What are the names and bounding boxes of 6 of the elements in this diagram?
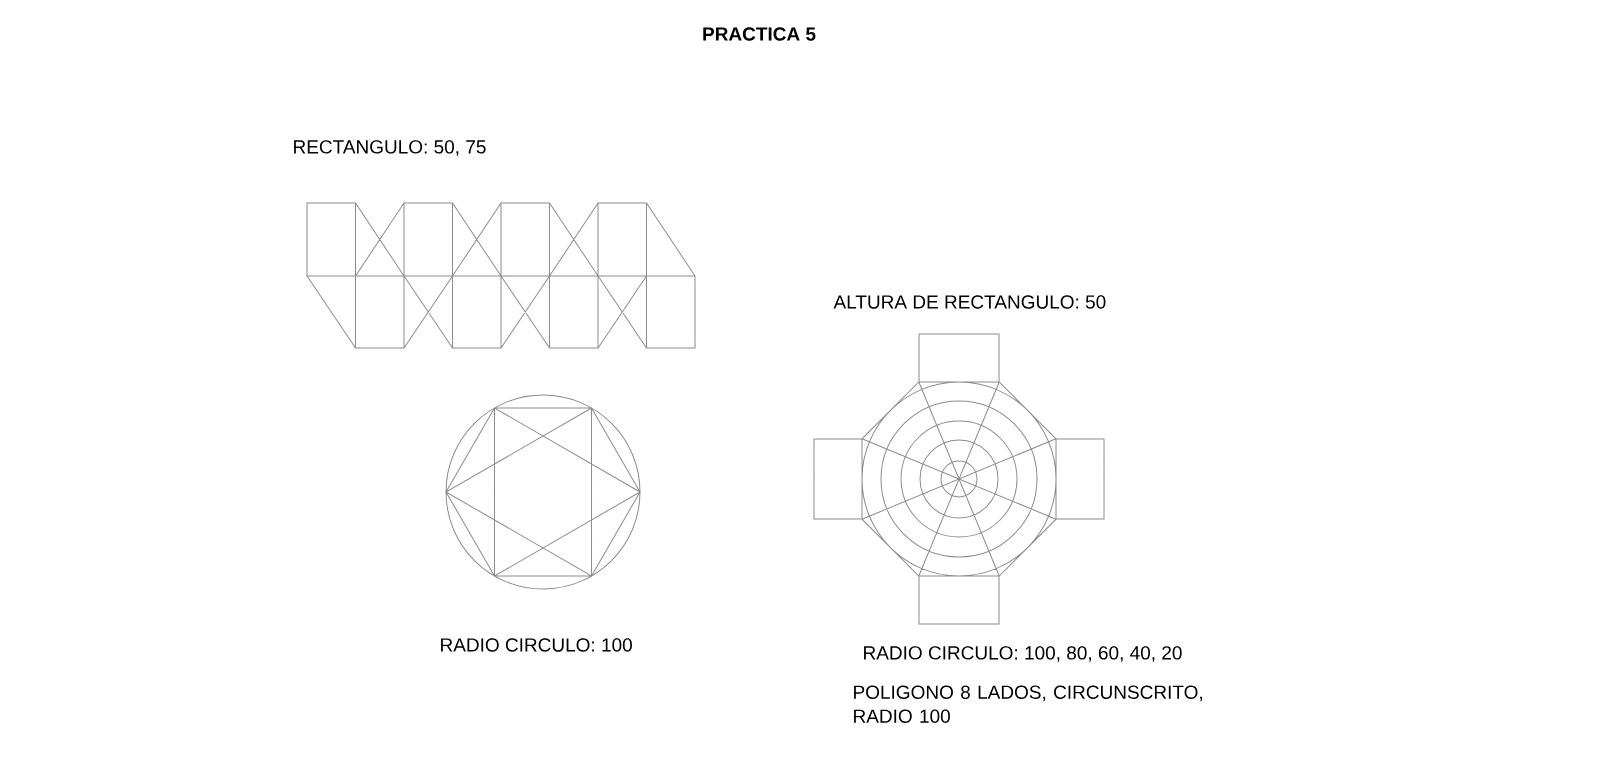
annotation-text: RADIO CIRCULO: 100	[441, 638, 632, 652]
annotation-text: RECTANGULO: 50, 75	[294, 140, 486, 156]
annotation-text: RADIO CIRCULO: 100, 80, 60, 40, 20	[864, 646, 1182, 662]
title: PRACTICA 5	[703, 27, 816, 41]
annotation-text: POLIGONO 8 LADOS, CIRCUNSCRITO, RADIO 100	[854, 685, 1202, 723]
annotation-text: ALTURA DE RECTANGULO: 50	[833, 295, 1106, 309]
